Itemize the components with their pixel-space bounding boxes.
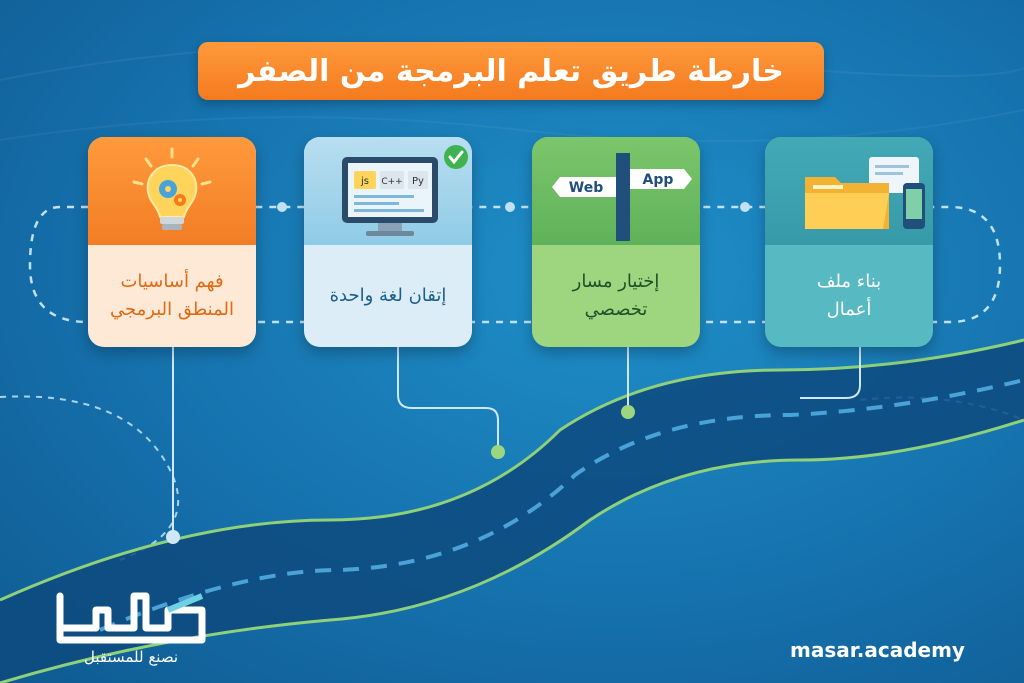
code-tag-py: Py: [412, 176, 424, 187]
masar-logo-mark: [56, 592, 206, 644]
lightbulb-gears-icon: [132, 147, 212, 230]
website-url: masar.academy: [790, 638, 965, 662]
step-label-line1: بناء ملف: [816, 271, 882, 292]
masar-logo: نصنع للمستقبل: [56, 586, 206, 666]
step-label-line1: إتقان لغة واحدة: [329, 285, 447, 306]
step-label: بناء ملف أعمال: [765, 245, 933, 347]
step-label: إختيار مسار تخصصي: [532, 245, 700, 347]
portfolio-folder-icon: [805, 157, 925, 229]
page-title: خارطة طريق تعلم البرمجة من الصفر: [238, 53, 784, 89]
sign-web: Web: [569, 180, 603, 196]
title-banner: خارطة طريق تعلم البرمجة من الصفر: [198, 42, 824, 100]
step-label-line2: أعمال: [826, 299, 872, 320]
step-label: إتقان لغة واحدة: [304, 245, 472, 347]
step-card-portfolio: بناء ملف أعمال: [765, 137, 933, 347]
step-label-line1: فهم أساسيات: [120, 271, 224, 292]
checkmark-icon: [444, 145, 468, 169]
dashed-loop-path: [28, 205, 1002, 324]
code-tag-js: js: [360, 176, 369, 187]
step-card-specialization: Web App إختيار مسار تخصصي: [532, 137, 700, 347]
step-label-line1: إختيار مسار: [572, 271, 660, 292]
signpost-icon: Web App: [552, 153, 692, 241]
computer-code-languages-icon: js C++ Py: [342, 145, 468, 236]
road: [0, 340, 1024, 683]
step-card-logic: فهم أساسيات المنطق البرمجي: [88, 137, 256, 347]
step-label-line2: المنطق البرمجي: [110, 299, 234, 320]
step-label-line2: تخصصي: [584, 299, 648, 320]
code-tag-cpp: C++: [381, 177, 402, 187]
step-label: فهم أساسيات المنطق البرمجي: [88, 245, 256, 347]
step-card-language: js C++ Py إتقان لغة واحدة: [304, 137, 472, 347]
sign-app: App: [643, 172, 674, 188]
logo-tagline: نصنع للمستقبل: [83, 648, 179, 666]
